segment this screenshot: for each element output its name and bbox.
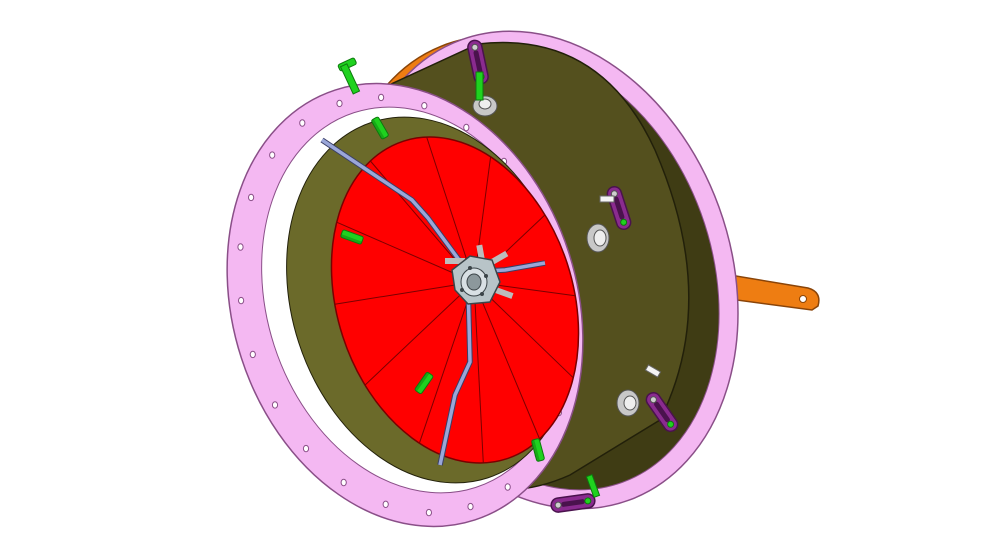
- bolt-hole: [237, 243, 244, 251]
- bolt-hole: [504, 483, 511, 491]
- blade-seam: [364, 281, 475, 386]
- bolt-hole: [463, 123, 470, 132]
- pin-icon[interactable]: [414, 371, 434, 395]
- link-bracket-icon[interactable]: [644, 390, 681, 434]
- blade-seam: [418, 281, 475, 444]
- bolt-hole: [269, 151, 276, 159]
- rod-lower: [438, 281, 472, 466]
- bolt-hole: [271, 401, 279, 409]
- pin-icon[interactable]: [340, 229, 364, 245]
- blade-seam: [473, 281, 484, 463]
- bolt-hole: [299, 119, 306, 127]
- pin-icon[interactable]: [475, 71, 484, 101]
- pin-icon[interactable]: [371, 116, 389, 140]
- pin-icon[interactable]: [337, 57, 361, 95]
- bolt-hole: [248, 193, 255, 202]
- bolt-hole: [238, 296, 245, 305]
- bolt-hole: [378, 93, 385, 102]
- bolt-hole: [249, 350, 256, 359]
- pin-icon[interactable]: [585, 473, 601, 499]
- bolt-hole: [382, 500, 389, 508]
- blade-seam: [334, 281, 475, 305]
- roller-icon[interactable]: [472, 95, 498, 117]
- bolt-hole: [421, 102, 428, 110]
- pin-icon[interactable]: [531, 438, 545, 462]
- link-bracket-icon[interactable]: [550, 493, 596, 513]
- roller-icon[interactable]: [616, 389, 640, 417]
- blade-seam: [336, 221, 475, 283]
- rod-upper: [321, 138, 470, 274]
- bolt-hole: [302, 444, 310, 453]
- hub-icon[interactable]: [445, 244, 514, 305]
- bolt-hole: [425, 508, 432, 517]
- bolt-hole: [336, 99, 343, 108]
- blade-seam: [473, 281, 541, 440]
- pin-icon[interactable]: [599, 195, 662, 378]
- blade-pins: [340, 116, 545, 462]
- bolt-hole: [467, 502, 474, 511]
- bolt-hole: [340, 478, 347, 487]
- roller-icon[interactable]: [586, 223, 610, 253]
- linkage-rods: [320, 137, 546, 466]
- blade-seam: [426, 136, 475, 283]
